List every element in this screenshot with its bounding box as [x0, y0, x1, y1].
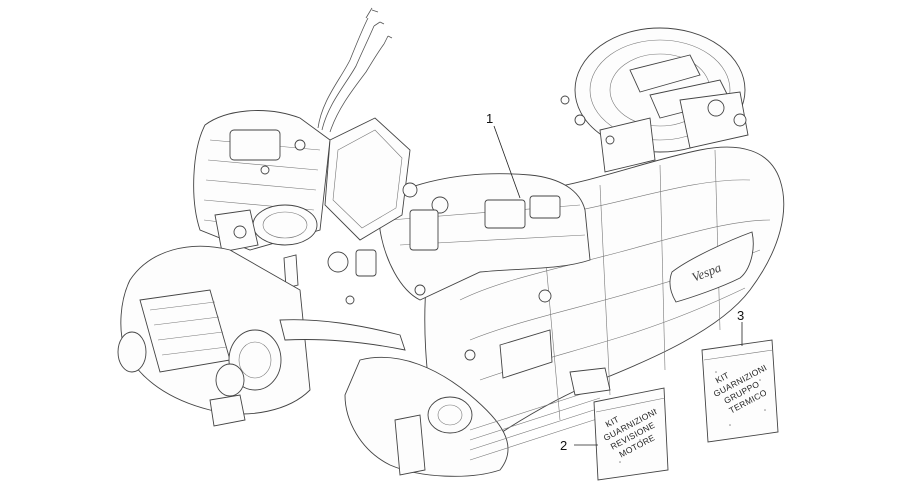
callout-3[interactable]: 3 — [737, 308, 744, 346]
wiring-harness — [317, 7, 393, 133]
gasket-kit-bag-3: KIT GUARNIZIONI GRUPPO TERMICO — [701, 339, 779, 443]
lower-case — [344, 356, 611, 477]
throttle-body-box — [324, 117, 449, 251]
intake-manifold — [214, 204, 377, 289]
callout-2[interactable]: 2 — [560, 438, 598, 453]
engine-side-cover — [117, 245, 311, 427]
callout-2-label: 2 — [560, 438, 567, 453]
callout-1-label: 1 — [486, 111, 493, 126]
exhaust-pipe — [279, 319, 406, 351]
gasket-kit-bag-2: KIT GUARNIZIONI REVISIONE MOTORE — [593, 387, 669, 481]
callout-1[interactable]: 1 — [486, 111, 521, 199]
flywheel-pulley — [574, 27, 749, 173]
callout-3-label: 3 — [737, 308, 744, 323]
callout-1-leader — [493, 125, 521, 199]
detail-fasteners — [260, 95, 615, 305]
